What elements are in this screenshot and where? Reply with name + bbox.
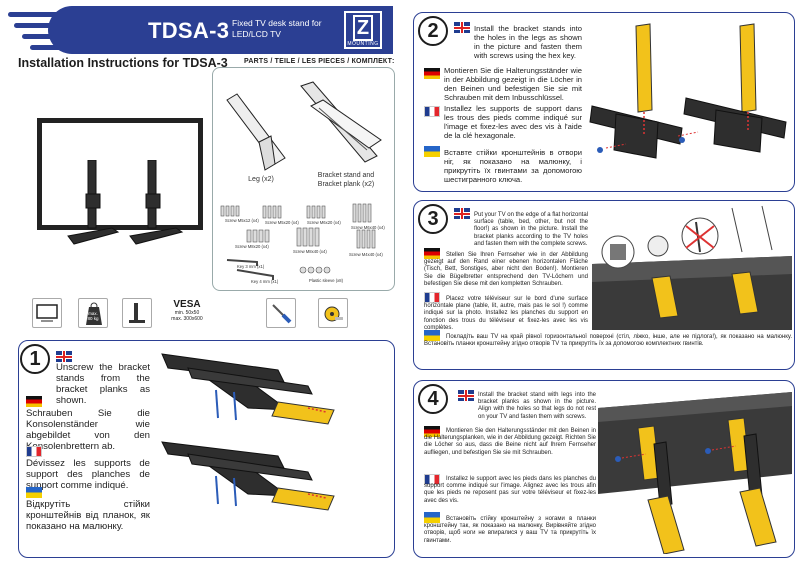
tv-size-icon	[32, 298, 62, 328]
bracket-caption-line2: Bracket plank (x2)	[317, 181, 375, 188]
parts-drawing	[226, 81, 382, 171]
step-2-text-fr: Installez les supports de support dans l…	[444, 104, 582, 140]
flag-uk-icon	[56, 351, 72, 362]
screw-label: Screw M6x20 (x4)	[307, 220, 341, 225]
flag-fr-icon	[424, 106, 440, 117]
bracket-caption-line1: Bracket stand and	[317, 172, 375, 179]
weight-line2: 80 kg	[87, 316, 99, 321]
step-1-text-fr: Dévissez les supports de support des pla…	[26, 458, 150, 491]
flag-uk-icon	[454, 22, 470, 33]
step-2-text-en: Install the bracket stands into the hole…	[474, 24, 582, 60]
step-3-text-en: Put your TV on the edge of a flat horizo…	[474, 212, 588, 247]
flag-fr-icon	[424, 292, 440, 303]
tv-illustration	[37, 118, 203, 230]
flag-ua-icon	[26, 487, 42, 498]
tv-stand-illustration	[67, 160, 184, 245]
step-4-text-de: Montieren Sie den Halterungsständer mit …	[424, 428, 596, 456]
step-1-number: 1	[20, 344, 50, 374]
page-title: Installation Instructions for TDSA-3	[18, 56, 228, 70]
parts-box: Leg (x2) Bracket stand and Bracket plank…	[212, 67, 395, 291]
step-4-text-fr: Installez le support avec les pieds dans…	[424, 476, 596, 504]
leg-caption: Leg (x2)	[248, 176, 274, 183]
flag-ua-icon	[424, 512, 440, 523]
step-1-illustration	[161, 353, 335, 511]
flag-fr-icon	[26, 446, 42, 457]
step-2-text-ua: Вставте стійки кронштейнів в отвори ніг,…	[444, 148, 582, 184]
step-4-text-en: Install the bracket stand with legs into…	[478, 392, 596, 420]
header-banner: TDSA-3 Fixed TV desk stand for LED/LCD T…	[0, 6, 400, 54]
screw-label: Screw M8x20 (x4)	[235, 244, 269, 249]
logo-word: MOUNTING	[347, 41, 379, 47]
step-2-text-de: Montieren Sie die Halterungsständer wie …	[444, 66, 582, 102]
parts-heading: PARTS / TEILE / LES PIECES / КОМПЛЕКТ:	[244, 58, 395, 65]
flag-ua-icon	[424, 146, 440, 157]
step-1-panel	[18, 340, 395, 558]
flag-ua-icon	[424, 330, 440, 341]
step-4-illustration	[598, 392, 792, 554]
header-stripe	[30, 45, 76, 50]
step-1-text-de: Schrauben Sie die Konsolenständer wie ab…	[26, 408, 150, 452]
flag-de-icon	[424, 248, 440, 259]
flag-de-icon	[26, 396, 42, 407]
screw-label: Screw M8x40 (x4)	[293, 249, 327, 254]
step-3-illustration	[592, 205, 792, 330]
vesa-max: max. 300x600	[171, 316, 203, 322]
weight-line1: max.	[88, 311, 98, 316]
sleeve-label: Plastic sleeve (x8)	[309, 278, 343, 283]
screw-label: Screw M4x40 (x4)	[349, 252, 383, 257]
header-stripe	[14, 23, 72, 28]
screw-label: Screw M6x40 (x4)	[351, 225, 385, 230]
step-4-number: 4	[418, 384, 448, 414]
model-name: TDSA-3	[148, 18, 230, 43]
step-4-panel	[413, 380, 795, 558]
weight-icon: max.80 kg	[78, 298, 108, 328]
tape-measure-icon	[318, 298, 348, 328]
flag-uk-icon	[454, 208, 470, 219]
header-stripe	[8, 12, 68, 17]
flag-de-icon	[424, 68, 440, 79]
flag-fr-icon	[424, 474, 440, 485]
step-3-text-fr: Placez votre téléviseur sur le bord d'un…	[424, 296, 588, 331]
screw-label: Screw M5x12 (x4)	[225, 218, 259, 223]
stand-icon	[122, 298, 152, 328]
vesa-min: min. 50x50	[174, 310, 200, 316]
step-2-panel	[413, 12, 795, 192]
flag-uk-icon	[458, 390, 474, 401]
step-3-number: 3	[418, 204, 448, 234]
step-3-text-ua: Покладіть ваш TV на край рівної горизонт…	[424, 334, 792, 348]
step-2-number: 2	[418, 16, 448, 46]
step-1-text-ua: Відкрутіть стійки кронштейнів від планок…	[26, 499, 150, 532]
step-2-illustration	[589, 23, 787, 159]
screw-label: Screw M5x20 (x4)	[265, 220, 299, 225]
key-label: Key 3 mm (x1)	[237, 264, 265, 269]
step-3-text-de: Stellen Sie Ihren Fernseher wie in der A…	[424, 252, 588, 287]
step-3-panel	[413, 200, 795, 370]
key-label: Key 4 mm (x1)	[251, 279, 279, 284]
vesa-title: VESA	[173, 299, 201, 310]
brand-logo: Z MOUNTING	[344, 11, 382, 49]
screwdriver-icon	[266, 298, 296, 328]
screws-drawing	[220, 203, 376, 280]
product-description: Fixed TV desk stand for LED/LCD TV	[232, 18, 322, 39]
step-1-text-en: Unscrew the bracket stands from the brac…	[56, 362, 150, 406]
header-band	[48, 6, 393, 54]
vesa-info: VESA min. 50x50 max. 300x600	[168, 299, 206, 322]
step-4-text-ua: Встановіть стійку кронштейну з ногами в …	[424, 516, 596, 544]
logo-letter: Z	[353, 15, 373, 41]
flag-de-icon	[424, 426, 440, 437]
